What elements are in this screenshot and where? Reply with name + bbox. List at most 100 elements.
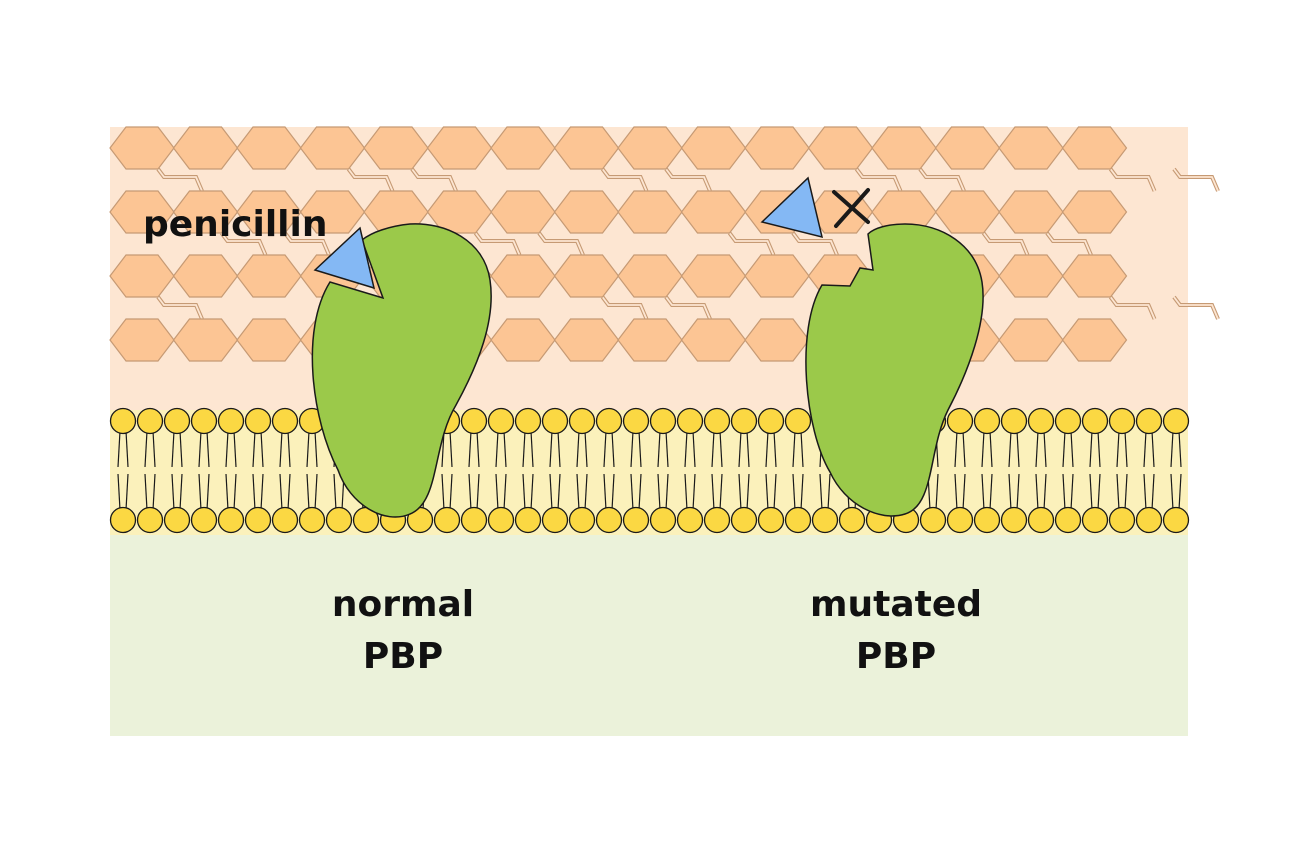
crosslink-core (919, 168, 965, 192)
lipid-head (1054, 506, 1082, 534)
crosslink-core (1109, 296, 1156, 320)
lipid-tail (1178, 430, 1182, 468)
lipid-tail (638, 430, 642, 468)
lipid-head (595, 407, 623, 435)
penicillin-label: penicillin (143, 204, 327, 245)
lipid-head (622, 506, 650, 534)
lipid-tail (989, 430, 993, 468)
lipid-tail (665, 430, 669, 468)
lipid-head (757, 506, 785, 534)
lipid-head (1000, 407, 1028, 435)
lipid-head (946, 407, 974, 435)
lipid-tail (333, 473, 337, 511)
crosslink-core (1173, 296, 1219, 320)
lipid-tail (557, 473, 561, 511)
lipid-tail (792, 473, 796, 511)
lipid-tail (495, 473, 499, 511)
lipid-tail (1008, 430, 1012, 468)
lipid-head (541, 506, 569, 534)
crosslink-core (601, 296, 648, 320)
hexagon (1061, 126, 1128, 170)
lipid-tail (306, 473, 310, 511)
normal-pbp-protein (311, 223, 492, 518)
lipid-head (784, 506, 812, 534)
lipid-head (460, 407, 488, 435)
lipid-tail (449, 473, 453, 511)
lipid-head (217, 506, 245, 534)
crosslink-core (792, 232, 838, 256)
lipid-tail (171, 430, 175, 468)
lipid-head (622, 407, 650, 435)
lipid-tail (279, 430, 283, 468)
lipid-tail (576, 430, 580, 468)
lipid-tail (981, 473, 985, 511)
lipid-tail (819, 473, 823, 511)
lipid-tail (233, 430, 237, 468)
lipid-head (136, 506, 164, 534)
lipid-tail (1143, 430, 1147, 468)
crosslink-core (1046, 232, 1092, 256)
lipid-tail (1043, 473, 1047, 511)
lipid-tail (603, 430, 607, 468)
lipid-tail (1151, 430, 1155, 468)
lipid-tail (549, 473, 553, 511)
lipid-head (676, 407, 704, 435)
lipid-head (190, 506, 218, 534)
crosslink-core (474, 232, 521, 256)
lipid-head (244, 506, 272, 534)
lipid-head (163, 506, 191, 534)
lipid-tail (935, 473, 939, 511)
lipid-tail (252, 430, 256, 468)
crosslink-core (157, 168, 203, 192)
lipid-tail (773, 430, 777, 468)
lipid-head (676, 506, 704, 534)
lipid-head (568, 506, 596, 534)
lipid-tail (1089, 473, 1093, 511)
lipid-tail (1016, 473, 1020, 511)
lipid-head (1027, 506, 1055, 534)
lipid-tail (630, 473, 634, 511)
lipid-tail (719, 473, 723, 511)
lipid-head (1108, 407, 1136, 435)
lipid-tail (1097, 473, 1101, 511)
lipid-tail (1170, 430, 1174, 468)
lipid-tail (665, 473, 669, 511)
lipid-tail (144, 473, 148, 511)
lipid-tail (1008, 473, 1012, 511)
lipid-tail (198, 430, 202, 468)
lipid-head (568, 407, 596, 435)
crosslink-core (665, 296, 711, 320)
lipid-tail (522, 473, 526, 511)
lipid-head (730, 506, 758, 534)
lipid-head (271, 407, 299, 435)
lipid-tail (179, 430, 183, 468)
lipid-head (973, 506, 1001, 534)
hexagon (1061, 190, 1128, 234)
lipid-tail (827, 473, 831, 511)
lipid-head (163, 407, 191, 435)
lipid-tail (449, 430, 453, 468)
lipid-head (514, 407, 542, 435)
mutated-pbp-protein (805, 223, 984, 517)
lipid-tail (954, 473, 958, 511)
lipid-tail (954, 430, 958, 468)
lipid-head (703, 506, 731, 534)
lipid-tail (314, 473, 318, 511)
lipid-head (271, 506, 299, 534)
lipid-tail (468, 430, 472, 468)
lipid-tail (989, 473, 993, 511)
lipid-tail (765, 473, 769, 511)
cytoplasm-region (110, 535, 1188, 736)
lipid-tail (1124, 473, 1128, 511)
lipid-tail (773, 473, 777, 511)
lipid-tail (684, 473, 688, 511)
lipid-tail (179, 473, 183, 511)
lipid-tail (1143, 473, 1147, 511)
lipid-head (946, 506, 974, 534)
lipid-head (298, 506, 326, 534)
lipid-tail (503, 473, 507, 511)
lipid-tail (1035, 473, 1039, 511)
lipid-tail (584, 430, 588, 468)
lipid-tail (152, 473, 156, 511)
